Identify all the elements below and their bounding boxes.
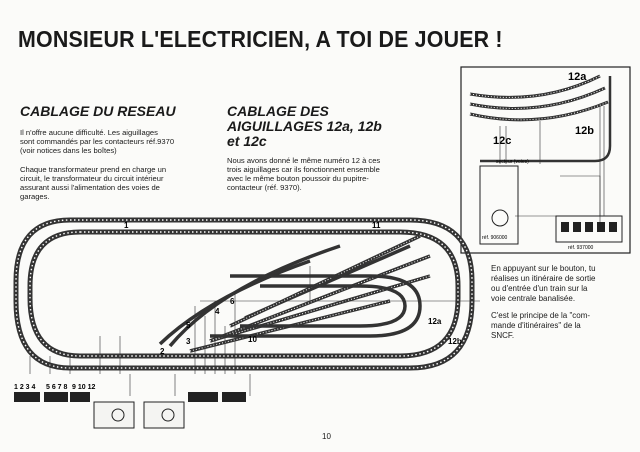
inset-wires <box>499 106 605 226</box>
text-line: garages. <box>20 192 50 201</box>
text-line: ou d'entrée d'un train sur la <box>491 284 588 293</box>
label-6: 6 <box>230 297 235 306</box>
text-line: réalises un itinéraire de sortie <box>491 274 596 283</box>
heading-cablage-reseau: CABLAGE DU RESEAU <box>20 103 176 119</box>
label-11: 11 <box>372 221 381 230</box>
page-number: 10 <box>322 432 331 441</box>
inset-frame <box>460 66 631 254</box>
layout-wires <box>29 266 480 396</box>
inset-wiring-diagram: 12a 12b 12c secteur (voies) réf. 906000 … <box>460 66 631 254</box>
layout-number-labels: 2 3 4 5 6 10 11 12a 12b 1 <box>124 221 462 356</box>
label-ref-transfo: réf. 906000 <box>482 235 508 241</box>
label-2: 2 <box>160 347 165 356</box>
layout-transformers <box>93 401 185 429</box>
label-1: 1 <box>124 221 129 230</box>
text-line: sont commandés par les contacteurs réf.9… <box>20 137 175 146</box>
text-line: (voir notices dans les boîtes) <box>20 146 117 155</box>
label-12a-layout: 12a <box>428 317 442 326</box>
paragraph-aiguillages: Nous avons donné le même numéro 12 à ces… <box>227 156 380 192</box>
text-line: trois aiguillages car ils fonctionnent e… <box>227 165 380 174</box>
paragraph-reseau-2: Chaque transformateur prend en charge un… <box>20 165 166 201</box>
heading-line: CABLAGE DES <box>227 103 329 119</box>
track-layout-diagram: 2 3 4 5 6 10 11 12a 12b 1 1 2 3 4 5 6 7 … <box>13 217 480 429</box>
text-line: avec le même bouton poussoir du pupitre- <box>227 174 369 183</box>
paragraph-reseau-1: Il n'offre aucune difficulté. Les aiguil… <box>20 128 174 155</box>
text-line: mande d'itinéraires" de la <box>491 321 581 330</box>
label-4: 4 <box>215 307 220 316</box>
transformer-1 <box>93 401 135 429</box>
inset-contacteur <box>555 215 623 243</box>
text-line: circuit, le transformateur du circuit in… <box>20 174 164 183</box>
inset-transformer <box>479 165 519 245</box>
text-line: C'est le principe de la "com- <box>491 311 591 320</box>
paragraph-itineraire-1: En appuyant sur le bouton, tu réalises u… <box>491 264 619 304</box>
heading-line: AIGUILLAGES 12a, 12b <box>227 118 382 134</box>
label-ref-contact: réf. 937000 <box>568 245 594 251</box>
inset-tracks <box>469 74 612 163</box>
label-12b: 12b <box>575 125 594 137</box>
contacts-1-4: 1 2 3 4 <box>14 384 36 391</box>
text-line: assurant aussi l'alimentation des voies … <box>20 183 160 192</box>
label-12c: 12c <box>493 135 511 147</box>
outer-ovals <box>13 217 475 371</box>
label-12a: 12a <box>568 71 587 83</box>
paragraph-itineraire-2: C'est le principe de la "com- mande d'it… <box>491 311 619 341</box>
text-line: contacteur (réf. 9370). <box>227 183 302 192</box>
transformer-dial-icon <box>491 209 509 227</box>
heading-cablage-aiguillages: CABLAGE DES AIGUILLAGES 12a, 12b et 12c <box>227 104 382 149</box>
label-5: 5 <box>186 321 191 330</box>
text-line: En appuyant sur le bouton, tu <box>491 264 596 273</box>
contacts-5-8: 5 6 7 8 <box>46 384 68 391</box>
transformer-1-dial-icon <box>111 408 125 422</box>
text-line: Chaque transformateur prend en charge un <box>20 165 167 174</box>
text-line: SNCF. <box>491 331 515 340</box>
heading-line: et 12c <box>227 133 267 149</box>
label-12b-layout: 12b <box>448 337 462 346</box>
contact-strips <box>14 392 246 402</box>
text-line: Nous avons donné le même numéro 12 à ces <box>227 156 381 165</box>
transformer-2 <box>143 401 185 429</box>
transformer-2-dial-icon <box>161 408 175 422</box>
label-secteur: secteur (voies) <box>496 159 529 165</box>
contacts-9-12: 9 10 12 <box>72 384 95 391</box>
contacteur-buttons <box>561 222 617 232</box>
text-line: voie centrale banalisée. <box>491 294 576 303</box>
inner-loop <box>210 274 422 338</box>
page-title: MONSIEUR L'ELECTRICIEN, A TOI DE JOUER ! <box>18 26 503 52</box>
label-10: 10 <box>248 335 257 344</box>
text-line: Il n'offre aucune difficulté. Les aiguil… <box>20 128 158 137</box>
contact-strip-labels: 1 2 3 4 5 6 7 8 9 10 12 <box>14 384 95 391</box>
label-3: 3 <box>186 337 191 346</box>
